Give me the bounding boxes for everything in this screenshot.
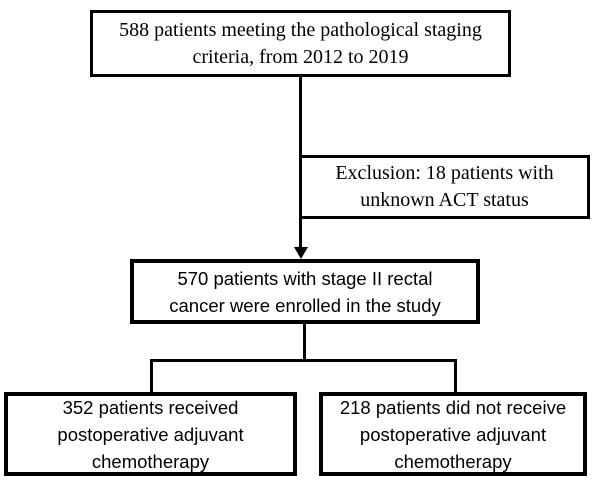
connector-split-horizontal-line xyxy=(150,359,457,362)
connector-middle-stem-line xyxy=(303,322,306,362)
node-enrolled-line2: cancer were enrolled in the study xyxy=(169,294,441,316)
node-adjuvant-line2: postoperative adjuvant xyxy=(57,423,244,445)
node-adjuvant-line1: 352 patients received xyxy=(62,396,239,418)
arrow-down-icon xyxy=(294,247,308,259)
node-exclusion-line1: Exclusion: 18 patients with xyxy=(335,162,554,184)
node-enrolled-line1: 570 patients with stage II rectal xyxy=(177,267,433,289)
node-no-adjuvant-line1: 218 patients did not receive xyxy=(339,396,567,418)
node-no-adjuvant-line3: chemotherapy xyxy=(394,450,512,472)
node-no-adjuvant-line2: postoperative adjuvant xyxy=(359,423,547,445)
node-adjuvant-chemotherapy: 352 patients received postoperative adju… xyxy=(4,392,297,476)
node-total-patients-line1: 588 patients meeting the pathological st… xyxy=(119,18,482,41)
node-no-adjuvant-chemotherapy: 218 patients did not receive postoperati… xyxy=(319,392,587,476)
node-total-patients-line2: criteria, from 2012 to 2019 xyxy=(192,45,409,68)
node-exclusion-line2: unknown ACT status xyxy=(360,189,529,211)
node-total-patients: 588 patients meeting the pathological st… xyxy=(90,10,511,77)
node-enrolled: 570 patients with stage II rectal cancer… xyxy=(130,259,480,324)
connector-left-drop-line xyxy=(150,359,153,394)
connector-right-drop-line xyxy=(454,359,457,394)
node-exclusion: Exclusion: 18 patients with unknown ACT … xyxy=(299,155,590,219)
node-adjuvant-line3: chemotherapy xyxy=(91,450,210,472)
